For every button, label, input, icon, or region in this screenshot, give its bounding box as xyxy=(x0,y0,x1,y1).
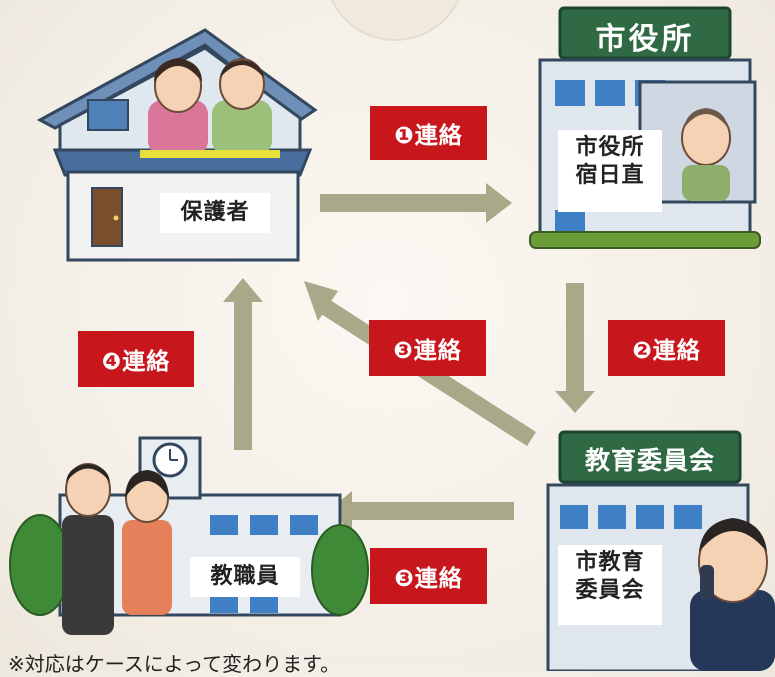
parents-figures xyxy=(140,58,280,158)
parents-house-illustration xyxy=(36,28,318,262)
board-official-figure xyxy=(690,518,775,671)
step4-label: ❹連絡 xyxy=(78,331,194,387)
decorative-circle xyxy=(330,0,460,41)
teacher-figures xyxy=(62,463,172,635)
staff-label: 教職員 xyxy=(190,557,300,597)
board-sign xyxy=(558,430,742,484)
board-label: 市教育 委員会 xyxy=(558,545,662,625)
footnote: ※対応はケースによって変わります。 xyxy=(8,652,341,676)
arrow-staff-to-parents xyxy=(223,278,263,450)
city-hall-duty-label: 市役所 宿日直 xyxy=(558,130,662,212)
parents-label: 保護者 xyxy=(160,193,270,233)
board-sign-text: 教育委員会 xyxy=(584,446,715,475)
school-illustration xyxy=(9,436,369,635)
city-hall-duty-label-line1: 市役所 xyxy=(575,135,645,160)
city-hall-sign-text: 市役所 xyxy=(595,22,695,57)
board-label-line1: 市教育 xyxy=(575,550,645,575)
step1-label: ❶連絡 xyxy=(370,106,487,160)
arrow-city-hall-to-board xyxy=(555,283,595,413)
step2-label: ❷連絡 xyxy=(608,320,725,376)
arrow-parents-to-city-hall xyxy=(320,183,512,223)
arrow-board-to-staff xyxy=(328,491,514,531)
city-hall-duty-label-line2: 宿日直 xyxy=(575,162,645,188)
tree-icon xyxy=(9,514,71,616)
city-hall-sign xyxy=(558,6,732,60)
step3-label-staff: ❸連絡 xyxy=(370,548,487,604)
step3-label-parents: ❸連絡 xyxy=(369,320,486,376)
tree-icon xyxy=(311,524,369,616)
board-label-line2: 委員会 xyxy=(575,577,645,603)
